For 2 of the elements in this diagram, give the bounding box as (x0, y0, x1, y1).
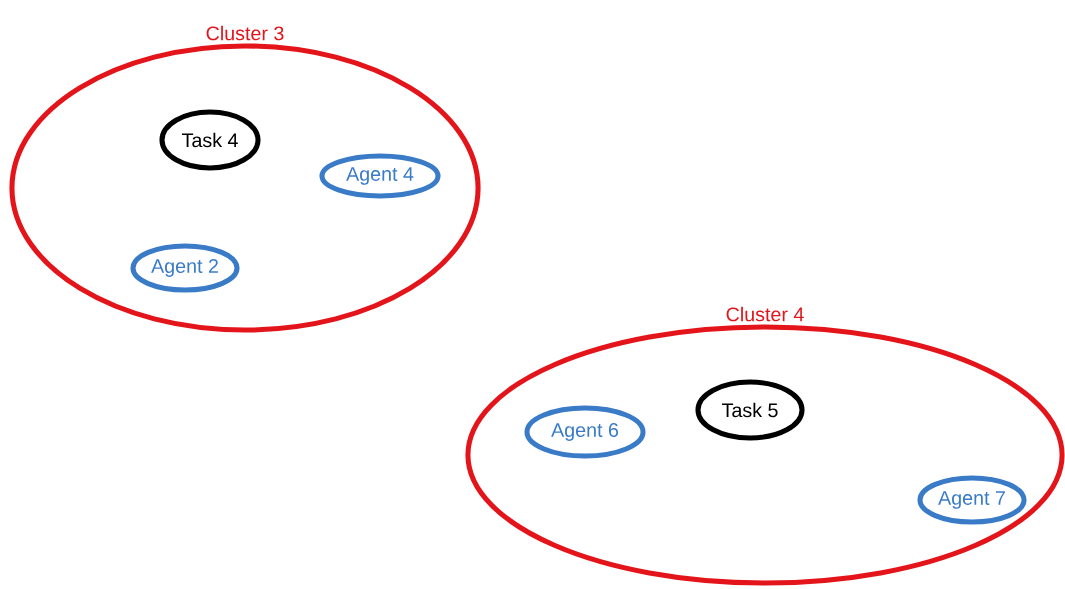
node-label: Cluster 3 (206, 25, 284, 41)
node-label: Cluster 4 (726, 306, 804, 322)
